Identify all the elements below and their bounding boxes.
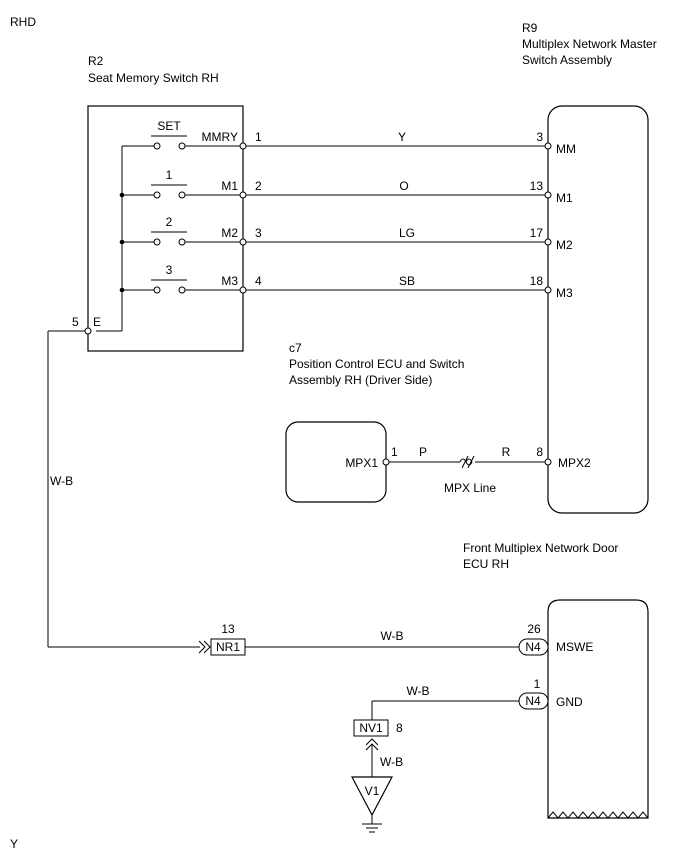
r9-terminal-m2: M2 [556,238,573,252]
r2-terminal-e: E [93,315,101,329]
r9-code: R9 [522,21,538,35]
switch-set-label: SET [157,119,181,133]
wire-o: O 13 M1 [246,179,573,205]
wire-lg-color: LG [399,226,415,240]
switch-row-2: 2 M2 3 [122,215,262,246]
r9-pin-18: 18 [530,274,544,288]
n4-gnd-connector: N4 1 GND W-B [371,677,583,720]
nv1-connector: NV1 8 W-B [353,719,403,777]
r2-code: R2 [88,54,104,68]
r9-pin-13: 13 [530,179,544,193]
n4-mswe-label: N4 [525,640,541,654]
mpx-wire-left-color: P [419,445,427,459]
r2-pin-1: 1 [255,130,262,144]
wire-y: Y 3 MM [246,130,576,156]
ground-wire-wb: W-B [47,330,200,648]
switch-1-label: 1 [166,168,173,182]
r2-terminal-mmry: MMRY [202,130,238,144]
r9-terminal-m3: M3 [556,286,573,300]
n4-mswe-pin: 26 [527,622,541,636]
wire-y-color: Y [398,130,406,144]
ground-wire-wb-color: W-B [50,474,73,488]
ecu-terminal-mswe: MSWE [556,640,593,654]
nv1-label: NV1 [359,721,383,735]
r9-name-line1: Multiplex Network Master [522,37,657,51]
c7-name-line1: Position Control ECU and Switch [289,357,464,371]
r9-terminal-mpx2: MPX2 [558,456,591,470]
c7-name-line2: Assembly RH (Driver Side) [289,373,432,387]
ecu-terminal-gnd: GND [556,695,583,709]
r9-pin-17: 17 [530,226,544,240]
r2-ground-terminal: E 5 [72,315,101,335]
mpx-line: P R MPX Line 8 MPX2 [389,445,591,495]
nr1-pin: 13 [221,622,235,636]
nv1-pin: 8 [396,721,403,735]
r2-pin-2: 2 [255,179,262,193]
wire-wb-v1-color: W-B [380,755,403,769]
switch-row-set: SET MMRY 1 [122,119,262,150]
wire-sb-color: SB [399,274,415,288]
r9-pin-8: 8 [536,445,543,459]
v1-ground: V1 [351,776,393,833]
r2-pin-3: 3 [255,226,262,240]
c7-code: c7 [289,341,302,355]
ecu-rh-name-line1: Front Multiplex Network Door [463,541,618,555]
wire-lg: LG 17 M2 [246,226,573,252]
region-label: RHD [10,15,36,29]
n4-gnd-pin: 1 [534,677,541,691]
r2-name: Seat Memory Switch RH [88,71,219,85]
r9-terminal-mm: MM [556,142,576,156]
footer-label: Y [10,837,18,851]
r2-terminal-m2: M2 [221,226,238,240]
r9-terminal-m1: M1 [556,191,573,205]
r2-terminal-m3: M3 [221,274,238,288]
mpx-line-label: MPX Line [444,481,496,495]
r9-name-line2: Switch Assembly [522,53,612,67]
c7-terminal-mpx1: MPX1 [345,456,378,470]
wire-wb-mswe-color: W-B [380,629,403,643]
r9-pin-3: 3 [536,130,543,144]
wire-wb-gnd-color: W-B [406,684,429,698]
wire-o-color: O [399,179,408,193]
r2-terminal-m1: M1 [221,179,238,193]
ecu-rh-component-box [547,599,649,819]
ecu-rh-name-line2: ECU RH [463,557,509,571]
switch-2-label: 2 [166,215,173,229]
wire-sb: SB 18 M3 [246,274,573,300]
r9-component-box [547,105,649,514]
c7-pin-1: 1 [391,445,398,459]
v1-label: V1 [365,784,380,798]
switch-row-3: 3 M3 4 [122,263,262,294]
r2-component-box [87,105,244,352]
n4-mswe-connector: N4 26 MSWE [518,622,593,656]
r2-pin-5: 5 [72,315,79,329]
r2-pin-4: 4 [255,274,262,288]
switch-row-1: 1 M1 2 [122,168,262,199]
switch-3-label: 3 [166,263,173,277]
n4-gnd-label: N4 [525,694,541,708]
nr1-connector: NR1 13 W-B [198,622,519,656]
mpx-wire-right-color: R [502,445,511,459]
nr1-label: NR1 [216,640,240,654]
